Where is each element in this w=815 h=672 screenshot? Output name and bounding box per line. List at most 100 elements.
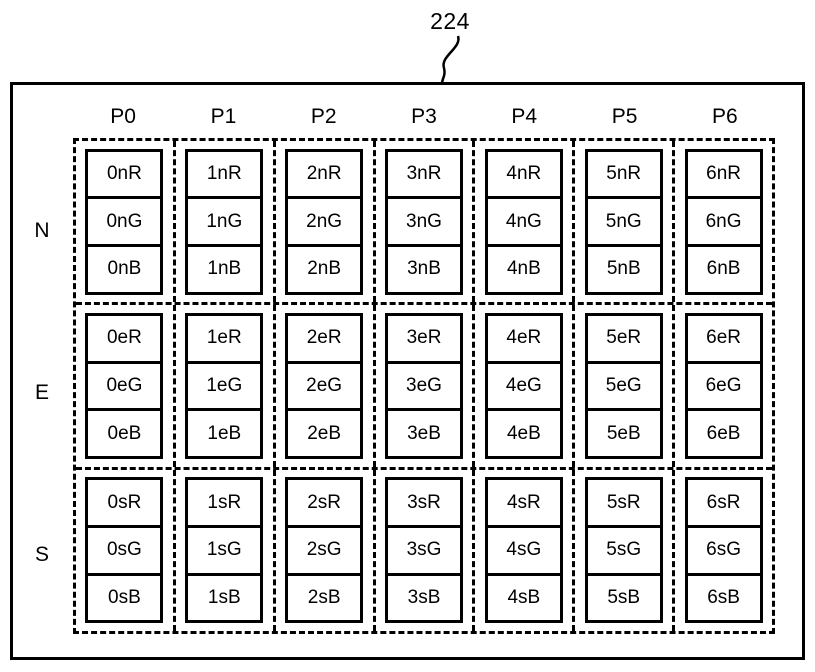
subpixel-cell-r: 5eR (606, 327, 642, 349)
subpixel-cell-b: 5sB (587, 572, 660, 621)
subpixel-cell-g: 6eG (687, 360, 760, 409)
subpixel-cell-b: 4eB (487, 408, 560, 456)
subpixel-cell-g: 3nG (388, 196, 460, 244)
subpixel-cell-r: 3eR (406, 327, 442, 349)
subpixel-cell-b: 4sB (487, 572, 560, 621)
subpixel-cell-g: 1sG (188, 524, 261, 573)
row-label-e: E (34, 381, 49, 404)
subpixel-cell-r: 3sR (407, 491, 441, 513)
subpixel-cell-b: 3nB (388, 244, 460, 292)
subpixel-cell-r: 0eR (106, 327, 142, 349)
subpixel-cell-r: 0nR (106, 162, 142, 184)
figure-outer-frame (10, 82, 805, 660)
subpixel-cell-g: 6nG (687, 196, 760, 244)
subpixel-cell-r: 5nR (606, 162, 642, 184)
subpixel-cell-b: 6nB (687, 244, 760, 292)
subpixel-cell-g: 1nG (188, 196, 261, 244)
subpixel-cell-b: 2sB (288, 572, 361, 621)
subpixel-cell-b: 6eB (687, 408, 760, 456)
subpixel-cell-g: 2eG (288, 360, 361, 409)
subpixel-cell-r: 4sR (506, 491, 541, 513)
subpixel-cell-g: 3eG (388, 360, 460, 409)
subpixel-cell-g: 5sG (587, 524, 660, 573)
subpixel-cell-g: 5eG (587, 360, 660, 409)
subpixel-cell-r: 6eR (706, 327, 741, 349)
subpixel-cell-b: 3sB (388, 572, 460, 621)
subpixel-cell-b: 1sB (188, 572, 261, 621)
column-header-p0: P0 (110, 105, 136, 128)
subpixel-cell-g: 0eG (88, 360, 161, 409)
subpixel-cell-r: 3nR (406, 162, 442, 184)
subpixel-cell-r: 2nR (306, 162, 342, 184)
subpixel-cell-r: 5sR (606, 491, 641, 513)
subpixel-cell-g: 4eG (487, 360, 560, 409)
subpixel-cell-g: 2sG (288, 524, 361, 573)
subpixel-cell-g: 1eG (188, 360, 261, 409)
subpixel-cell-r: 1eR (206, 327, 242, 349)
subpixel-cell-b: 6sB (687, 572, 760, 621)
column-header-p2: P2 (310, 105, 337, 128)
subpixel-cell-r: 2sR (307, 491, 342, 513)
column-header-p3: P3 (411, 105, 437, 128)
column-header-p4: P4 (511, 105, 538, 128)
subpixel-cell-r: 1sR (207, 491, 242, 513)
subpixel-cell-g: 0nG (88, 196, 161, 244)
subpixel-cell-r: 6sR (706, 491, 741, 513)
subpixel-cell-g: 6sG (687, 524, 760, 573)
subpixel-cell-b: 1eB (188, 408, 261, 456)
subpixel-cell-g: 5nG (587, 196, 660, 244)
subpixel-cell-b: 0eB (88, 408, 161, 456)
subpixel-cell-b: 1nB (188, 244, 261, 292)
subpixel-cell-b: 0nB (88, 244, 161, 292)
subpixel-cell-g: 0sG (88, 524, 161, 573)
subpixel-cell-r: 2eR (306, 327, 342, 349)
subpixel-cell-r: 6nR (706, 162, 741, 184)
subpixel-cell-g: 2nG (288, 196, 361, 244)
row-label-n: N (34, 219, 50, 242)
subpixel-cell-r: 0sR (107, 491, 142, 513)
subpixel-cell-b: 5eB (587, 408, 660, 456)
subpixel-cell-b: 0sB (88, 572, 161, 621)
subpixel-cell-r: 4eR (506, 327, 542, 349)
subpixel-cell-b: 2nB (288, 244, 361, 292)
subpixel-cell-r: 1nR (206, 162, 242, 184)
column-header-p6: P6 (711, 105, 738, 128)
